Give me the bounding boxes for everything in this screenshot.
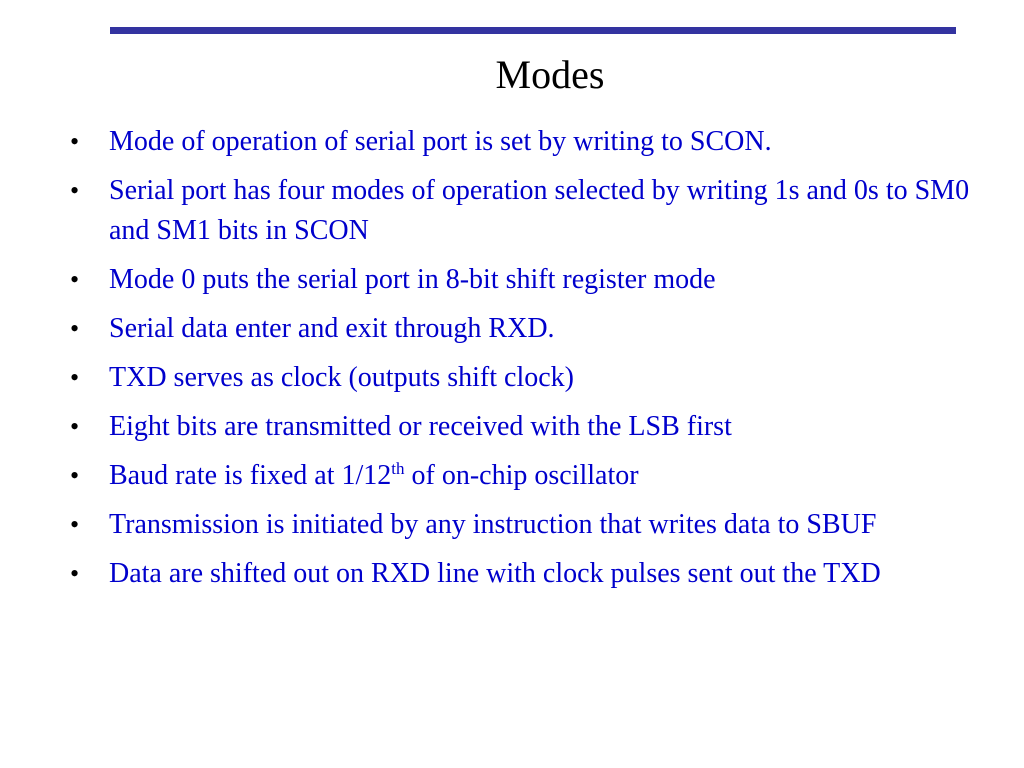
top-rule: [110, 27, 956, 34]
bullet-text: TXD serves as clock (outputs shift clock…: [109, 362, 574, 393]
bullet-item: • Data are shifted out on RXD line with …: [70, 554, 970, 594]
bullet-text: Serial data enter and exit through RXD.: [109, 313, 555, 344]
bullet-item: • Serial port has four modes of operatio…: [70, 171, 970, 251]
ordinal-superscript: th: [391, 459, 405, 478]
bullet-item: • Transmission is initiated by any instr…: [70, 505, 970, 545]
slide-title: Modes: [495, 52, 605, 97]
bullet-glyph: •: [70, 314, 80, 343]
bullet-glyph: •: [70, 265, 80, 294]
bullet-text: Transmission is initiated by any instruc…: [109, 509, 877, 540]
bullet-text: Mode of operation of serial port is set …: [109, 126, 772, 157]
bullet-item: • Serial data enter and exit through RXD…: [70, 309, 970, 349]
bullet-text: Serial port has four modes of operation …: [109, 175, 970, 246]
bullet-item: • Eight bits are transmitted or received…: [70, 407, 970, 447]
bullet-list: • Mode of operation of serial port is se…: [70, 122, 970, 603]
bullet-glyph: •: [70, 412, 80, 441]
bullet-text: Mode 0 puts the serial port in 8-bit shi…: [109, 264, 716, 295]
bullet-glyph: •: [70, 559, 80, 588]
bullet-glyph: •: [70, 363, 80, 392]
bullet-glyph: •: [70, 176, 80, 205]
bullet-glyph: •: [70, 127, 80, 156]
bullet-text: Data are shifted out on RXD line with cl…: [109, 558, 881, 589]
bullet-item: • Mode of operation of serial port is se…: [70, 122, 970, 162]
baud-text-after: of on-chip oscillator: [404, 460, 639, 491]
bullet-item: • TXD serves as clock (outputs shift clo…: [70, 358, 970, 398]
bullet-text: Baud rate is fixed at 1/12th of on-chip …: [109, 460, 639, 491]
bullet-item: • Baud rate is fixed at 1/12th of on-chi…: [70, 456, 970, 496]
baud-text-before: Baud rate is fixed at 1/12: [109, 460, 392, 491]
bullet-text: Eight bits are transmitted or received w…: [109, 411, 732, 442]
bullet-glyph: •: [70, 461, 80, 490]
bullet-item: • Mode 0 puts the serial port in 8-bit s…: [70, 260, 970, 300]
bullet-glyph: •: [70, 510, 80, 539]
